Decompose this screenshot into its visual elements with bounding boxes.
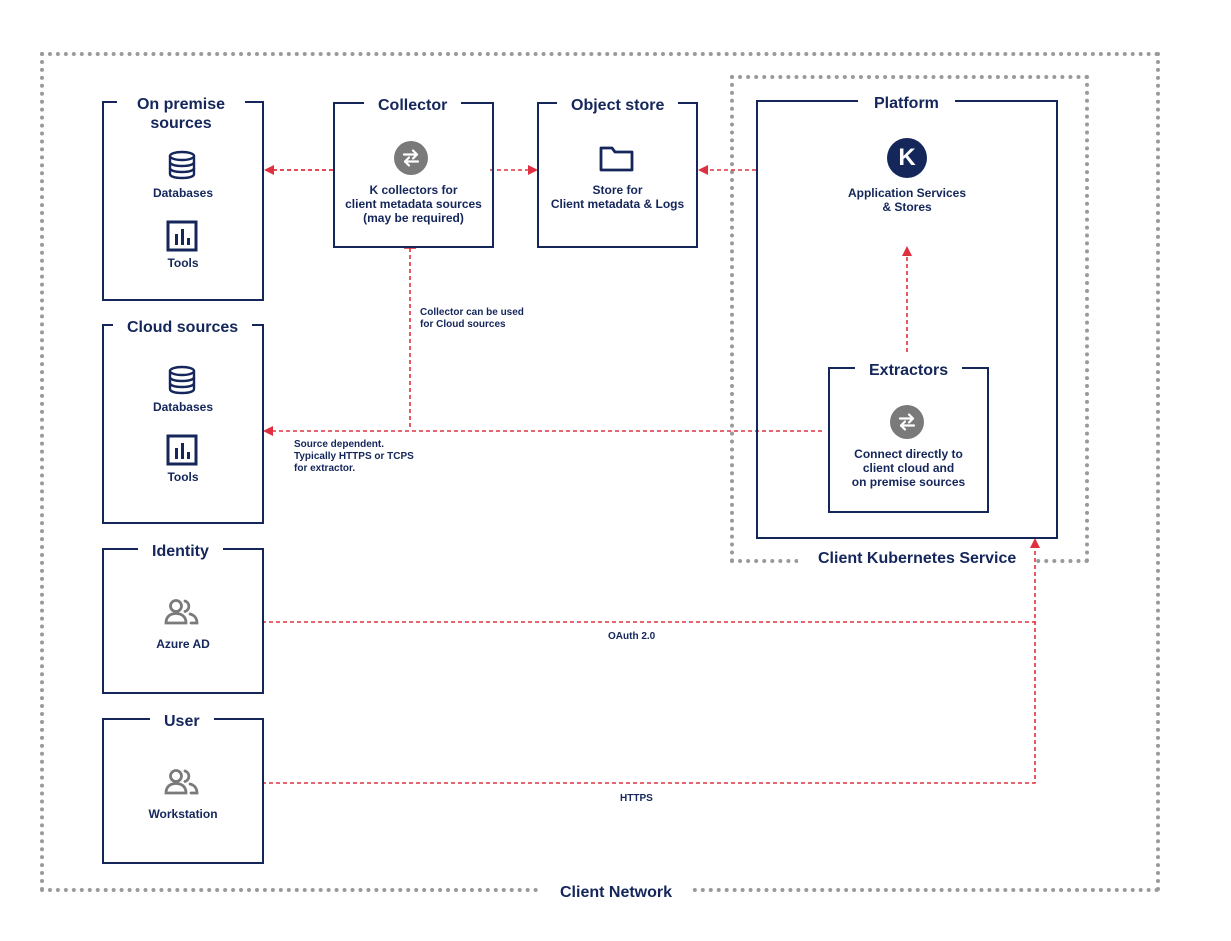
- extractors-desc-line3: on premise sources: [851, 475, 966, 489]
- connector-identity-k8s: [262, 538, 1040, 623]
- collector-cloud-line2: for Cloud sources: [420, 319, 506, 330]
- extractors-desc-line2: client cloud and: [862, 461, 955, 475]
- k-logo-icon: K: [887, 138, 927, 178]
- object-store-desc-line2: Client metadata & Logs: [550, 197, 685, 211]
- cloud-tools-label: Tools: [167, 470, 199, 484]
- https-annotation: HTTPS: [620, 793, 653, 804]
- source-dependent-line1: Source dependent.: [294, 439, 385, 450]
- collector-description: K collectors for client metadata sources…: [333, 183, 494, 225]
- extractors-desc-line1: Connect directly to: [854, 447, 963, 461]
- collector-title: Collector: [364, 96, 462, 115]
- platform-desc-line1: Application Services: [847, 186, 967, 200]
- transfer-arrows-icon: [394, 141, 428, 175]
- collector-desc-line3: (may be required): [363, 211, 464, 225]
- extractors-title: Extractors: [855, 361, 963, 380]
- extractors-description: Connect directly to client cloud and on …: [828, 447, 989, 489]
- workstation-label: Workstation: [148, 807, 218, 821]
- collector-cloud-line1: Collector can be used: [420, 307, 524, 318]
- cloud-sources-box: [102, 324, 264, 524]
- bar-chart-icon: [166, 220, 198, 252]
- platform-title: Platform: [858, 94, 955, 113]
- on-premise-tools-label: Tools: [167, 256, 199, 270]
- collector-desc-line2: client metadata sources: [345, 197, 482, 211]
- cloud-databases-label: Databases: [152, 400, 214, 414]
- transfer-arrows-icon: [890, 405, 924, 439]
- collector-desc-line1: K collectors for: [369, 183, 458, 197]
- connector-user-k8s: [262, 622, 1036, 784]
- object-store-box: [537, 102, 698, 248]
- user-title: User: [150, 712, 214, 731]
- kubernetes-label: Client Kubernetes Service: [798, 549, 1037, 569]
- object-store-title: Object store: [557, 96, 679, 115]
- collector-cloud-annotation: Collector can be used for Cloud sources: [420, 307, 524, 331]
- k-logo-letter: K: [898, 144, 916, 171]
- database-icon: [168, 365, 196, 395]
- object-store-desc-line1: Store for: [592, 183, 643, 197]
- users-icon: [164, 599, 199, 625]
- database-icon: [168, 150, 196, 180]
- source-dependent-line3: for extractor.: [294, 463, 356, 474]
- oauth-annotation: OAuth 2.0: [608, 631, 656, 642]
- source-dependent-line2: Typically HTTPS or TCPS: [294, 451, 414, 462]
- folder-icon: [599, 146, 634, 172]
- object-store-description: Store for Client metadata & Logs: [537, 183, 698, 211]
- extractors-box: [828, 367, 989, 513]
- platform-desc-line2: & Stores: [882, 200, 932, 214]
- bar-chart-icon: [166, 434, 198, 466]
- on-premise-title: On premise sources: [117, 95, 245, 133]
- on-premise-title-line2: sources: [150, 115, 212, 132]
- collector-box: [333, 102, 494, 248]
- on-premise-title-line1: On premise: [136, 96, 226, 113]
- azure-ad-label: Azure AD: [156, 637, 210, 651]
- cloud-sources-title: Cloud sources: [113, 318, 253, 337]
- users-icon: [164, 769, 199, 795]
- platform-description: Application Services & Stores: [756, 186, 1058, 214]
- source-dependent-annotation: Source dependent. Typically HTTPS or TCP…: [294, 439, 414, 475]
- on-premise-databases-label: Databases: [152, 186, 214, 200]
- identity-title: Identity: [138, 542, 223, 561]
- client-network-label: Client Network: [540, 883, 693, 903]
